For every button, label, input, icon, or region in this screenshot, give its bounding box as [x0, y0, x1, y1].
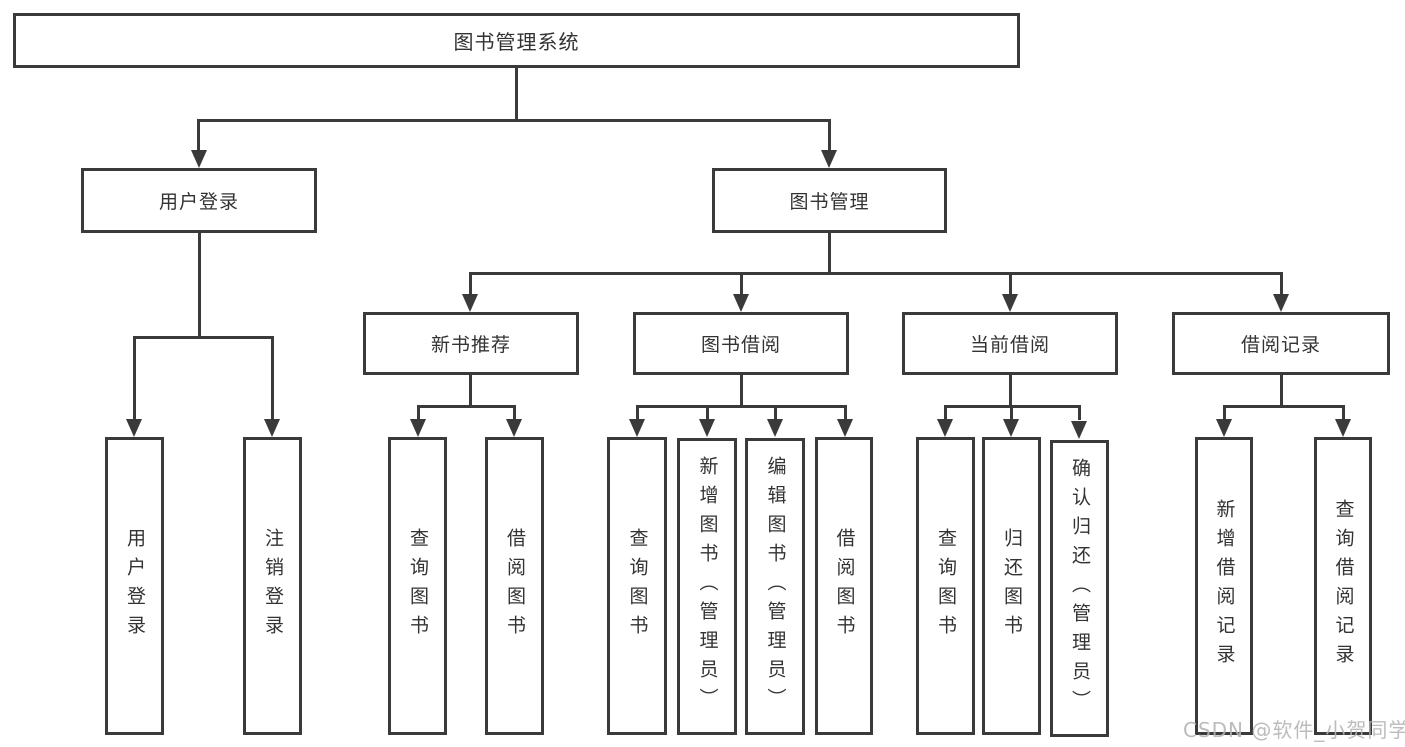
connector-borrow-record-stem	[1280, 373, 1283, 408]
node-cb-return-book: 归还图书	[982, 437, 1041, 735]
connector-to-user-login	[197, 119, 200, 153]
connector-to-bb-query	[636, 405, 639, 420]
connector-to-login	[133, 336, 136, 421]
connector-to-br-add	[1223, 405, 1226, 420]
node-br-add-record: 新增借阅记录	[1195, 437, 1253, 735]
node-bb-add-book-label: 新增图书（管理员）	[696, 456, 719, 717]
node-rec-borrow-book: 借阅图书	[485, 437, 544, 735]
arrowhead-cb-return	[1003, 419, 1019, 437]
node-bb-borrow-book-label: 借阅图书	[833, 528, 856, 644]
arrowhead-br-add	[1216, 419, 1232, 437]
node-borrow-record-label: 借阅记录	[1240, 334, 1321, 356]
node-bb-query-book: 查询图书	[607, 437, 667, 735]
node-rec-borrow-book-label: 借阅图书	[504, 528, 526, 644]
arrowhead-cb-confirm	[1071, 421, 1087, 439]
node-book-manage: 图书管理	[712, 168, 947, 233]
node-cb-confirm-return-label: 确认归还（管理员）	[1069, 458, 1091, 719]
connector-level2-rail	[469, 272, 1283, 275]
node-new-book-rec-label: 新书推荐	[430, 334, 511, 356]
arrowhead-bb-edit	[767, 419, 783, 437]
connector-to-borrow-record	[1280, 272, 1283, 296]
node-book-borrow-label: 图书借阅	[700, 334, 781, 356]
arrowhead-book-borrow	[733, 294, 749, 312]
arrowhead-rec-query	[410, 419, 426, 437]
connector-to-bb-borrow	[844, 405, 847, 420]
connector-user-login-stem	[198, 231, 201, 339]
node-cb-query-book-label: 查询图书	[935, 528, 957, 644]
node-book-borrow: 图书借阅	[633, 312, 849, 375]
connector-to-cb-confirm	[1078, 405, 1081, 420]
arrowhead-bb-add	[699, 419, 715, 437]
node-cb-confirm-return: 确认归还（管理员）	[1050, 440, 1109, 737]
connector-level1-rail	[197, 119, 831, 122]
node-bb-edit-book-label: 编辑图书（管理员）	[764, 456, 787, 717]
node-login: 用户登录	[105, 437, 164, 735]
arrowhead-current-borrow	[1002, 294, 1018, 312]
node-current-borrow: 当前借阅	[902, 312, 1118, 375]
arrowhead-rec-borrow	[506, 419, 522, 437]
node-bb-query-book-label: 查询图书	[626, 528, 649, 644]
connector-borrow-record-rail	[1223, 405, 1345, 408]
arrowhead-br-query	[1335, 419, 1351, 437]
node-bb-edit-book: 编辑图书（管理员）	[745, 438, 805, 735]
connector-to-cb-query	[944, 405, 947, 420]
node-current-borrow-label: 当前借阅	[969, 334, 1050, 356]
csdn-watermark: CSDN @软件_小贺同学	[1183, 718, 1405, 742]
connector-to-bb-edit	[774, 405, 777, 420]
node-rec-query-book: 查询图书	[388, 437, 447, 735]
node-user-login: 用户登录	[81, 168, 317, 233]
arrowhead-bb-borrow	[837, 419, 853, 437]
node-bb-borrow-book: 借阅图书	[815, 437, 873, 735]
node-root-system: 图书管理系统	[13, 13, 1020, 68]
node-logout-label: 注销登录	[262, 528, 284, 644]
node-br-query-record-label: 查询借阅记录	[1332, 499, 1355, 673]
connector-book-manage-stem	[828, 231, 831, 274]
connector-to-rec-borrow	[513, 405, 516, 420]
arrowhead-new-book-rec	[462, 294, 478, 312]
node-br-add-record-label: 新增借阅记录	[1213, 499, 1236, 673]
connector-new-book-rec-stem	[469, 373, 472, 408]
connector-to-bb-add	[706, 405, 709, 420]
node-rec-query-book-label: 查询图书	[407, 528, 429, 644]
connector-to-rec-query	[417, 405, 420, 420]
node-login-label: 用户登录	[124, 528, 146, 644]
node-borrow-record: 借阅记录	[1172, 312, 1390, 375]
node-logout: 注销登录	[243, 437, 302, 735]
connector-current-borrow-stem	[1009, 373, 1012, 408]
node-book-manage-label: 图书管理	[789, 191, 870, 213]
arrowhead-login	[126, 419, 142, 437]
node-new-book-rec: 新书推荐	[363, 312, 579, 375]
arrowhead-bb-query	[629, 419, 645, 437]
connector-book-borrow-stem	[740, 373, 743, 408]
node-cb-query-book: 查询图书	[916, 437, 975, 735]
connector-to-new-book-rec	[469, 272, 472, 296]
connector-new-book-rec-rail	[417, 405, 516, 408]
node-bb-add-book: 新增图书（管理员）	[677, 438, 737, 735]
connector-to-br-query	[1342, 405, 1345, 420]
node-br-query-record: 查询借阅记录	[1314, 437, 1372, 735]
connector-to-logout	[271, 336, 274, 421]
arrowhead-logout	[264, 419, 280, 437]
connector-user-login-rail	[133, 336, 274, 339]
arrowhead-book-manage	[821, 150, 837, 168]
node-user-login-label: 用户登录	[158, 191, 239, 213]
connector-to-book-manage	[828, 119, 831, 153]
connector-root-stem	[515, 66, 518, 122]
node-root-system-label: 图书管理系统	[453, 30, 580, 54]
arrowhead-cb-query	[937, 419, 953, 437]
connector-to-current-borrow	[1009, 272, 1012, 296]
connector-to-book-borrow	[740, 272, 743, 296]
node-cb-return-book-label: 归还图书	[1001, 528, 1023, 644]
arrowhead-borrow-record	[1273, 294, 1289, 312]
connector-book-borrow-rail	[636, 405, 847, 408]
connector-to-cb-return	[1010, 405, 1013, 420]
arrowhead-user-login	[191, 150, 207, 168]
